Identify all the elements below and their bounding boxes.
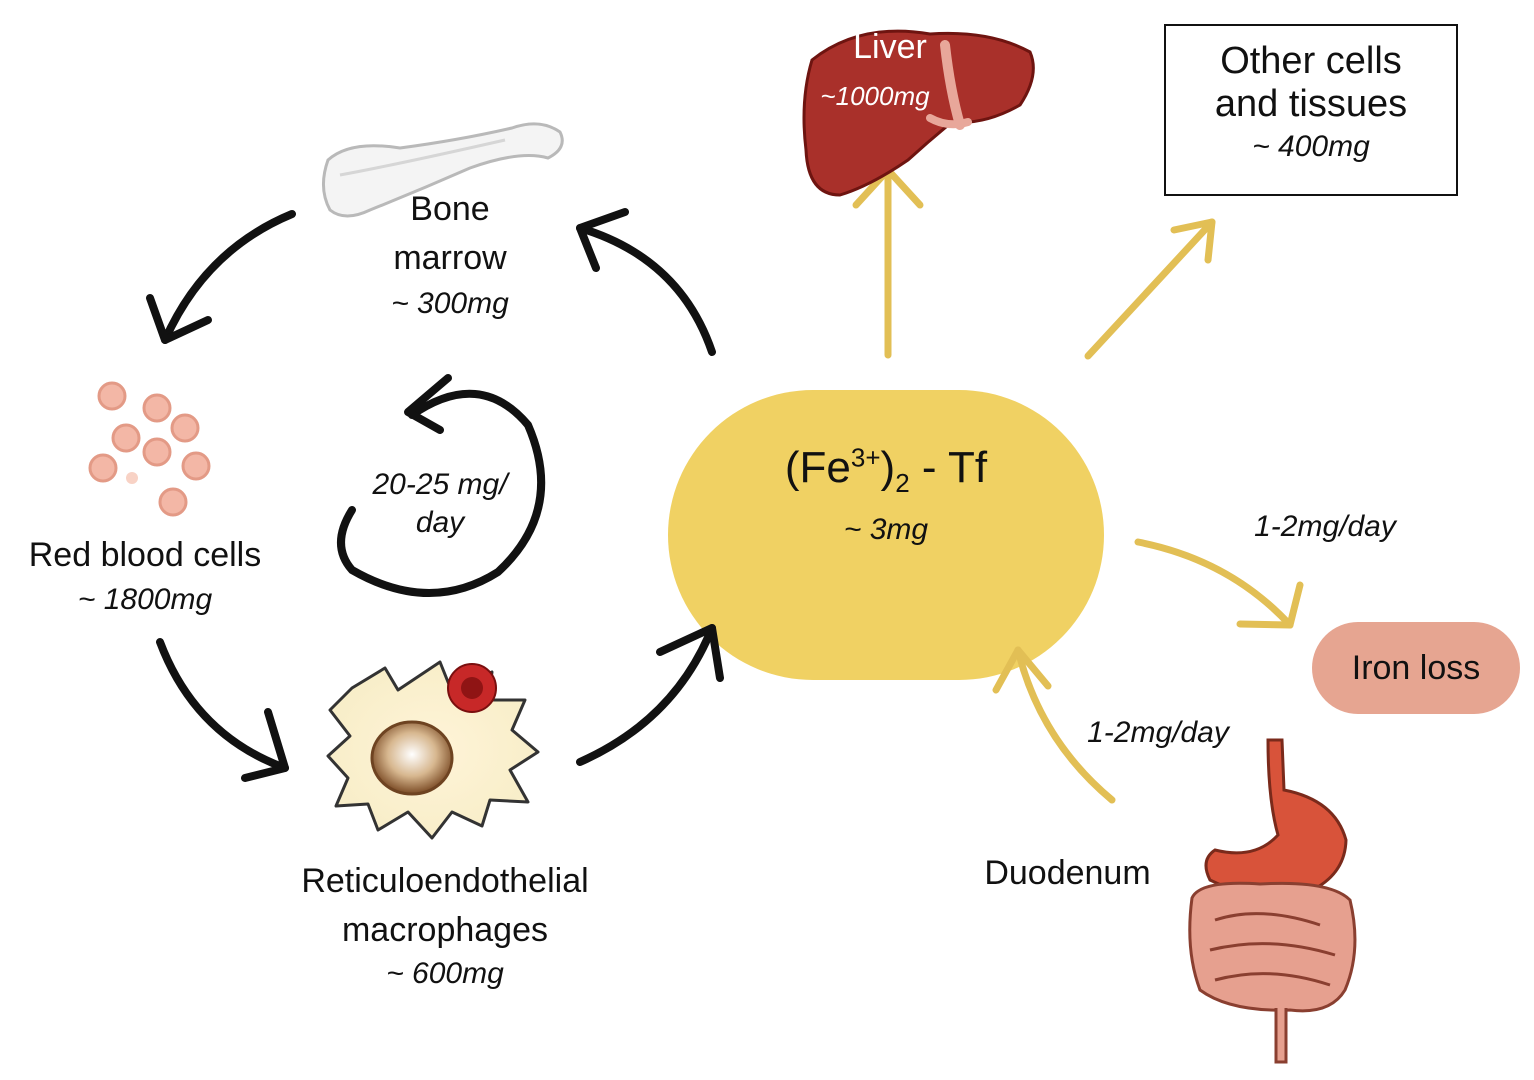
macrophage-name-line1: Reticuloendothelial bbox=[301, 862, 589, 900]
rbc-name: Red blood cells bbox=[28, 536, 262, 574]
transferrin-label: (Fe3+)2 - Tf ~ 3mg bbox=[668, 440, 1104, 549]
formula-prefix: (Fe bbox=[784, 443, 851, 492]
rbc-amount: ~ 1800mg bbox=[77, 582, 213, 616]
duodenum-name: Duodenum bbox=[984, 854, 1151, 892]
black-arrows bbox=[146, 208, 724, 782]
arrow-macro-to-center bbox=[576, 624, 724, 766]
rbc-label: Red blood cells ~ 1800mg bbox=[0, 534, 290, 618]
macrophage-amount: ~ 600mg bbox=[386, 957, 504, 990]
formula-suffix: - Tf bbox=[909, 443, 988, 492]
arrow-from-duodenum bbox=[992, 646, 1116, 804]
liver-amount: ~1000mg bbox=[820, 81, 930, 111]
arrow-rbc-to-macro bbox=[156, 638, 289, 782]
transferrin-pill bbox=[668, 390, 1104, 680]
arrow-to-other-cells bbox=[1084, 218, 1216, 360]
bone-icon bbox=[322, 122, 564, 218]
macrophage-label: Reticuloendothelial macrophages ~ 600mg bbox=[250, 860, 640, 993]
red-blood-cells-icon bbox=[88, 381, 211, 517]
formula-superscript: 3+ bbox=[850, 442, 881, 473]
transferrin-amount: ~ 3mg bbox=[843, 513, 929, 547]
duodenum-rate: 1-2mg/day bbox=[1087, 716, 1229, 749]
cycle-rate-line2: day bbox=[415, 505, 465, 539]
iron-loss-pill: Iron loss bbox=[1312, 622, 1520, 714]
bone-marrow-label: Bone marrow ~ 300mg bbox=[360, 188, 540, 323]
arrow-to-liver bbox=[852, 166, 924, 359]
iron-loss-name: Iron loss bbox=[1351, 648, 1481, 687]
arrow-center-to-bone bbox=[576, 208, 716, 356]
cycle-arrow bbox=[337, 374, 546, 597]
other-cells-name-line1: Other cells bbox=[1220, 40, 1402, 82]
macrophage-name-line2: macrophages bbox=[341, 910, 548, 949]
digestive-tract-icon bbox=[1188, 738, 1357, 1064]
bone-marrow-amount: ~ 300mg bbox=[391, 287, 509, 320]
bone-marrow-name-line2: marrow bbox=[393, 238, 507, 277]
other-cells-name-line2: and tissues bbox=[1214, 83, 1408, 125]
other-cells-amount: ~ 400mg bbox=[1252, 130, 1370, 163]
arrow-bone-to-rbc bbox=[146, 210, 296, 344]
bone-marrow-name-line1: Bone bbox=[410, 190, 490, 228]
macrophage-icon bbox=[326, 660, 540, 840]
cycle-rate-label: 20-25 mg/ day bbox=[345, 466, 535, 541]
transferrin-formula: (Fe3+)2 - Tf bbox=[668, 440, 1104, 499]
cycle-rate-line1: 20-25 mg/ bbox=[372, 468, 508, 501]
gold-arrows bbox=[852, 166, 1304, 804]
liver-icon bbox=[802, 29, 1035, 197]
liver-name: Liver bbox=[853, 28, 927, 66]
iron-loss-rate: 1-2mg/day bbox=[1254, 510, 1396, 543]
other-cells-box: Other cells and tissues ~ 400mg bbox=[1164, 24, 1458, 196]
arrow-to-iron-loss bbox=[1134, 538, 1304, 629]
formula-close-paren: ) bbox=[880, 443, 896, 492]
formula-subscript: 2 bbox=[895, 467, 910, 498]
